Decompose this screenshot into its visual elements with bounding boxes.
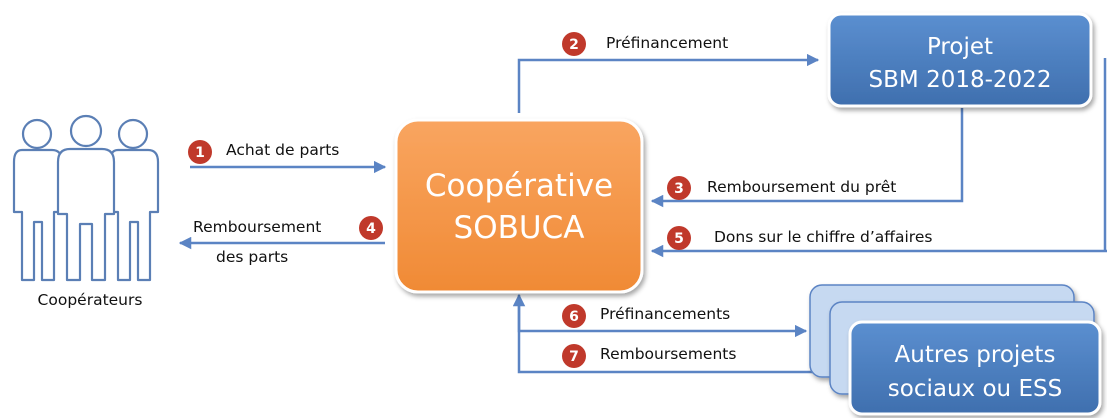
cooperative-line2: SOBUCA — [454, 210, 585, 246]
badge-7 — [562, 344, 586, 368]
badge-5 — [667, 226, 691, 250]
other-projects-line1: Autres projets — [895, 342, 1056, 368]
flow-1: 1 Achat de parts — [188, 140, 339, 164]
flow-2: 2 Préfinancement — [562, 32, 728, 56]
arrow-7 — [512, 293, 849, 374]
cooperative-line1: Coopérative — [425, 168, 613, 204]
badge-4 — [359, 216, 383, 240]
badge-2-num: 2 — [569, 37, 579, 53]
badge-6-num: 6 — [569, 309, 579, 325]
flow-4-label-line2: des parts — [216, 248, 288, 266]
other-projects-line2: sociaux ou ESS — [888, 376, 1062, 402]
flow-7: 7 Remboursements — [562, 344, 736, 368]
badge-3 — [667, 176, 691, 200]
flow-3-label: Remboursement du prêt — [707, 178, 896, 196]
arrow-3 — [650, 108, 964, 208]
flow-6-label: Préfinancements — [600, 305, 730, 323]
badge-1 — [188, 140, 212, 164]
flow-5: 5 Dons sur le chiffre d’affaires — [667, 226, 932, 250]
arrows — [178, 53, 1107, 374]
badge-5-num: 5 — [674, 231, 684, 247]
project-line1: Projet — [927, 34, 993, 60]
flow-7-label: Remboursements — [600, 345, 736, 363]
badge-4-num: 4 — [366, 221, 376, 237]
badge-6 — [562, 304, 586, 328]
flow-2-label: Préfinancement — [606, 34, 728, 52]
badge-7-num: 7 — [569, 349, 579, 365]
three-people-icon — [12, 114, 160, 282]
people-label: Coopérateurs — [38, 291, 143, 309]
cooperative-box — [394, 118, 644, 294]
badge-3-num: 3 — [674, 181, 684, 197]
flow-3: 3 Remboursement du prêt — [667, 176, 896, 200]
project-box — [827, 12, 1093, 108]
flow-4-label-line1: Remboursement — [193, 218, 321, 236]
badge-1-num: 1 — [195, 145, 205, 161]
flow-5-label: Dons sur le chiffre d’affaires — [714, 228, 932, 246]
other-projects-stack — [809, 284, 1102, 416]
flow-1-label: Achat de parts — [226, 141, 339, 159]
flow-4: 4 Remboursement des parts — [193, 216, 383, 266]
flow-6: 6 Préfinancements — [562, 304, 730, 328]
project-line2: SBM 2018-2022 — [869, 67, 1052, 93]
badge-2 — [562, 32, 586, 56]
arrow-2 — [517, 53, 820, 113]
